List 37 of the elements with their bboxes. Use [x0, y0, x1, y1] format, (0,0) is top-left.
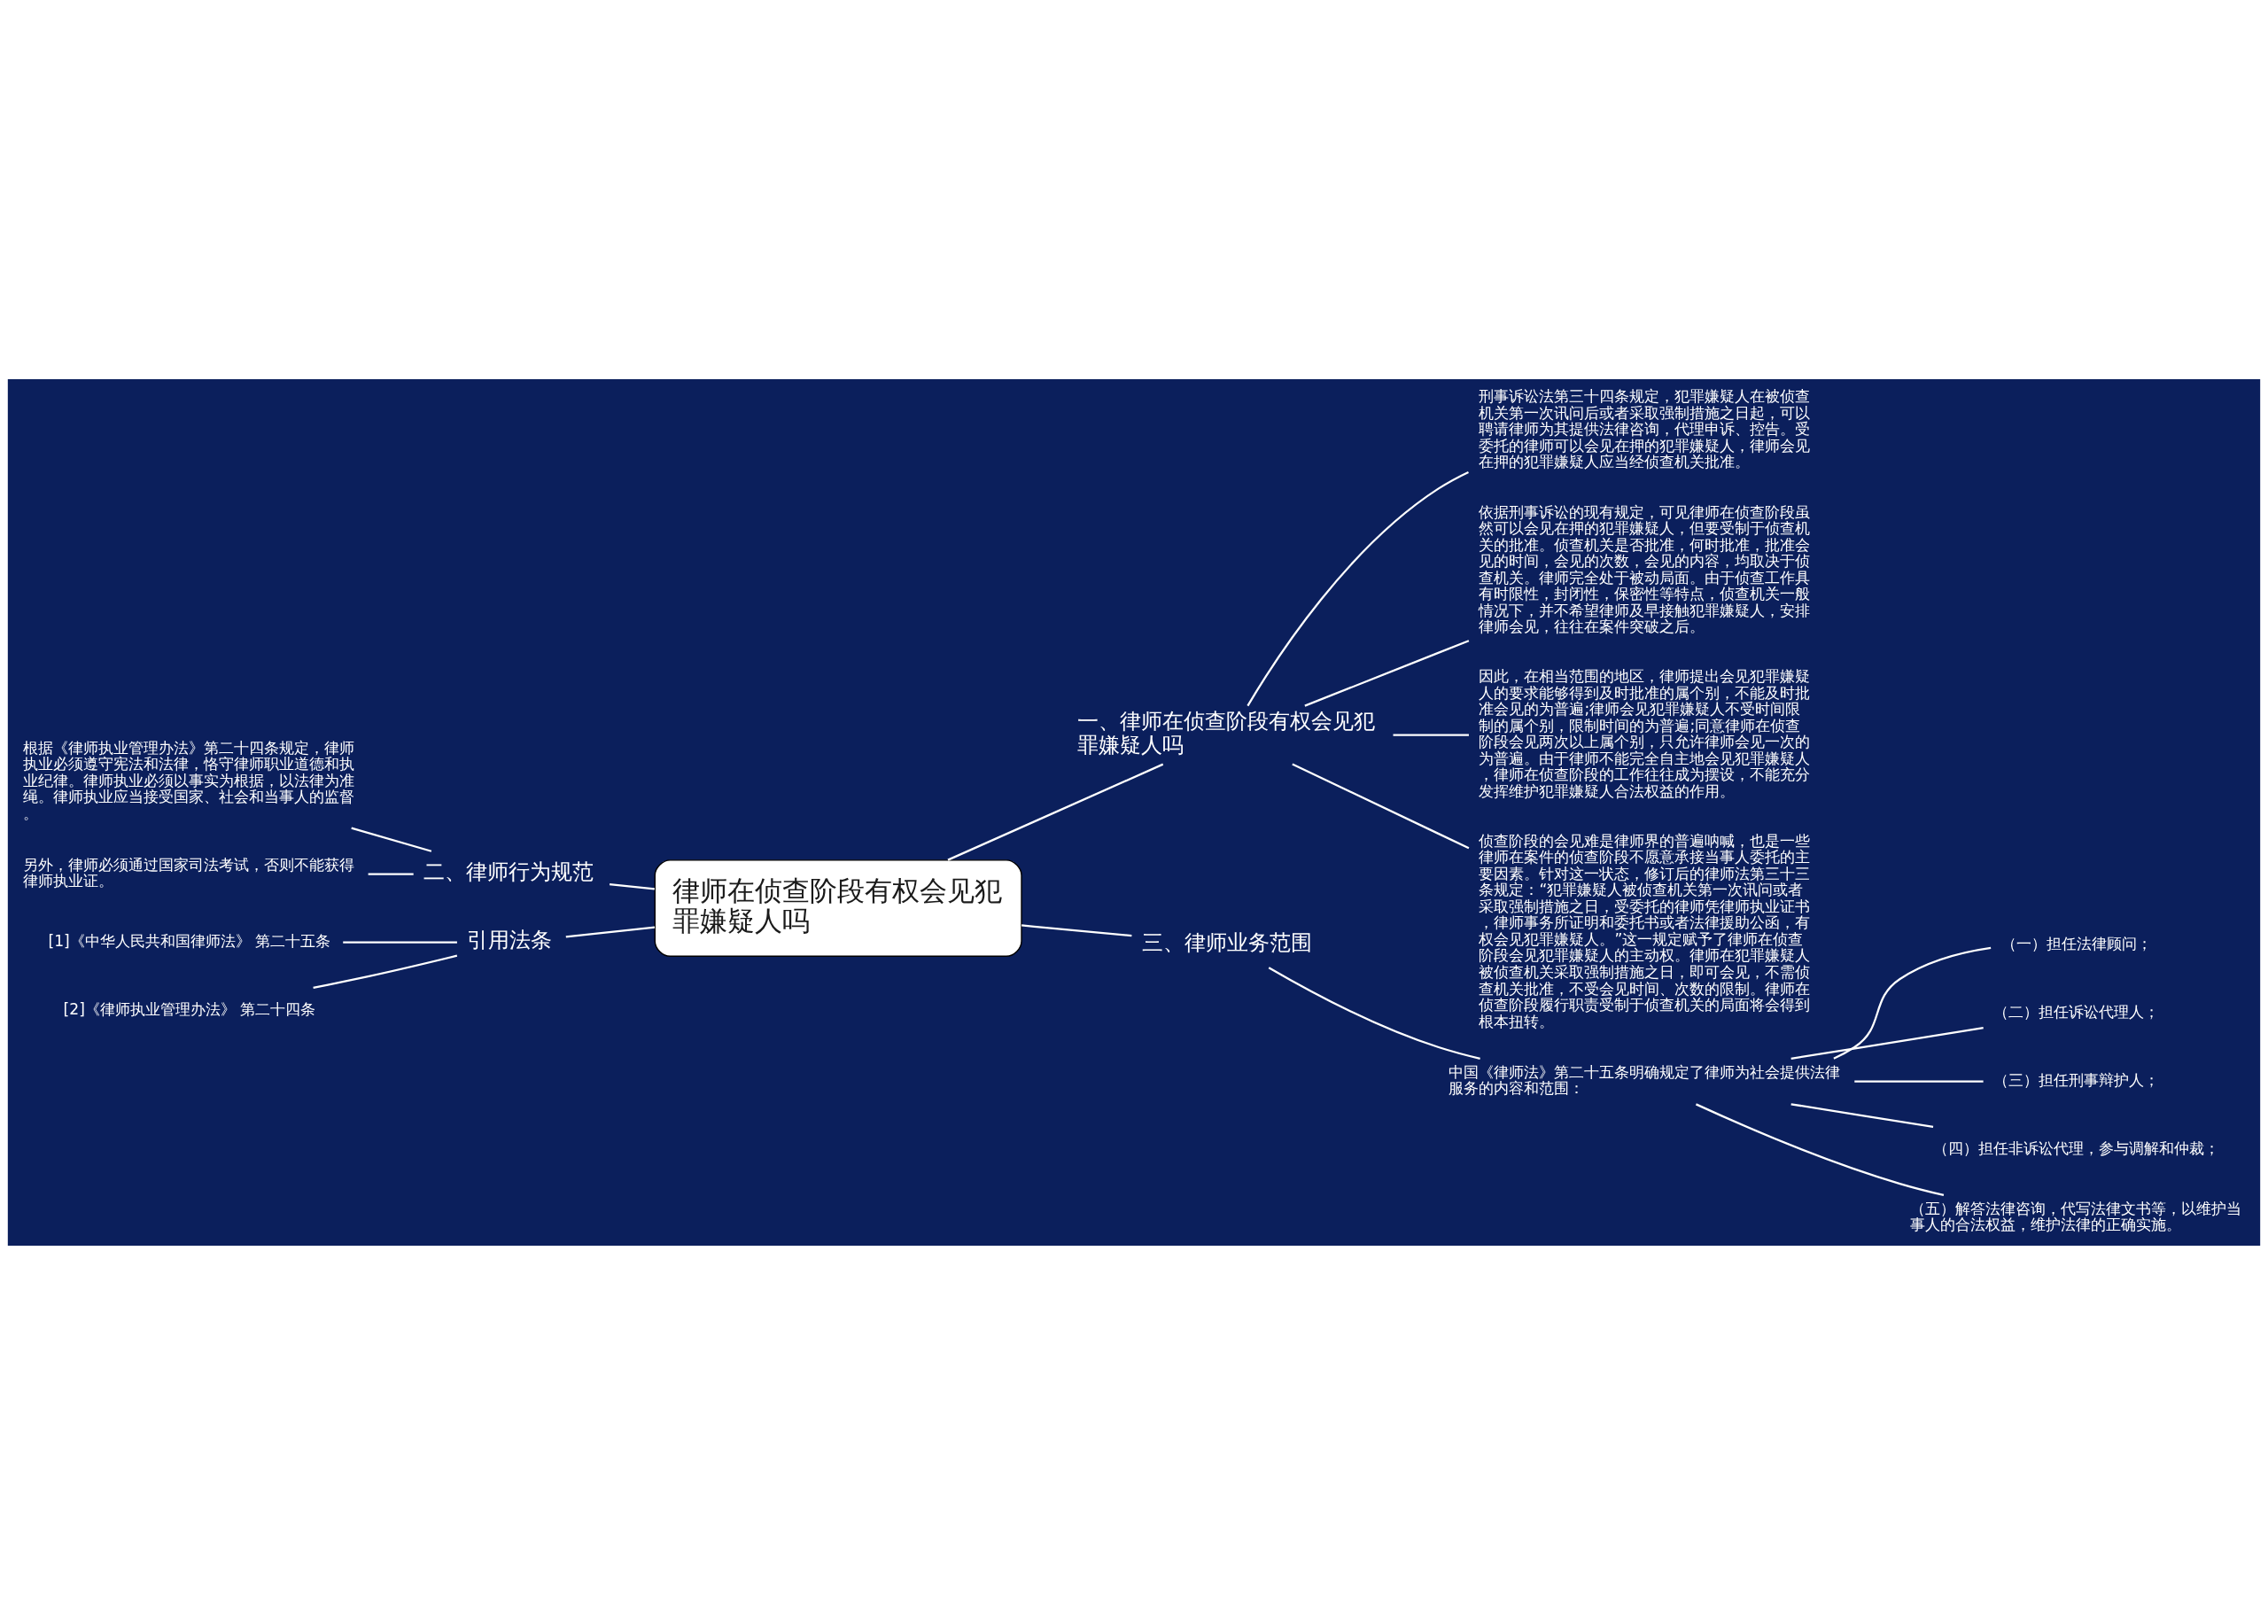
- connector: [1268, 966, 1480, 1060]
- connector: [1393, 733, 1469, 736]
- node-text: 三、律师业务范围: [1142, 929, 1313, 955]
- connector: [1854, 1079, 1984, 1083]
- node-text: 中国《律师法》第二十五条明确规定了律师为社会提供法律服务的内容和范围：: [1449, 1062, 1841, 1097]
- node-text: 一、律师在侦查阶段有权会见犯罪嫌疑人吗: [1076, 707, 1375, 758]
- connector: [1292, 762, 1470, 849]
- node-text: （三）担任刑事辩护人；: [1993, 1070, 2160, 1089]
- node-text: [2]《律师执业管理办法》 第二十四条: [63, 999, 316, 1018]
- connector: [1304, 639, 1470, 707]
- node-text: （一）担任法律顾问；: [2000, 934, 2152, 952]
- node-text: 因此，在相当范围的地区，律师提出会见犯罪嫌疑人的要求能够得到及时批准的属个别，不能及时批准会见的为普遍;律师会见犯罪嫌疑人不受时间限制的属个别，限制时间的为普遍;同意律师在侦查阶段会见两次以上属个别，只允许律师会见一次的为普遍。由于律师不能完全自主地会见犯罪嫌疑人，律师在侦查阶段的工作往往成为摆设，不能充分发挥维护犯罪嫌疑人合法权益的作用。: [1479, 666, 1811, 800]
- connector: [1833, 946, 1992, 1060]
- connector: [313, 954, 458, 989]
- connector: [351, 827, 432, 852]
- connector: [1247, 470, 1469, 706]
- node-text: 根据《律师执业管理办法》第二十四条规定，律师执业必须遵守宪法和法律，恪守律师职业道德和执业纪律。律师执业必须以事实为根据，以法律为准绳。律师执业应当接受国家、社会和当事人的监督。: [22, 738, 354, 822]
- node-text: 依据刑事诉讼的现有规定，可见律师在侦查阶段虽然可以会见在押的犯罪嫌疑人，但要受制于侦查机关的批准。侦查机关是否批准，何时批准，批准会见的时间，会见的次数，会见的内容，均取决于侦查机关。律师完全处于被动局面。由于侦查工作具有时限性，封闭性，保密性等特点，侦查机关一般情况下，并不希望律师及早接触犯罪嫌疑人，安排律师会见，往往在案件突破之后。: [1479, 502, 1811, 635]
- connector: [368, 872, 414, 875]
- connector: [1790, 1026, 1984, 1060]
- node-text: 另外，律师必须通过国家司法考试，否则不能获得律师执业证。: [22, 855, 354, 890]
- node-text: 刑事诉讼法第三十四条规定，犯罪嫌疑人在被侦查机关第一次讯问后或者采取强制措施之日起，可以聘请律师为其提供法律咨询，代理申诉、控告。受委托的律师可以会见在押的犯罪嫌疑人，律师会见在押的犯罪嫌疑人应当经侦查机关批准。: [1479, 386, 1811, 470]
- node-text: 引用法条: [467, 926, 553, 952]
- connector: [1021, 923, 1132, 936]
- node-text: 侦查阶段的会见难是律师界的普遍呐喊，也是一些律师在案件的侦查阶段不愿意承接当事人委托的主要因素。针对这一状态，修订后的律师法第三十三条规定：“犯罪嫌疑人被侦查机关第一次讯问或者采取强制措施之日，受委托的律师凭律师执业证书，律师事务所证明和委托书或者法律援助公函，有权会见犯罪嫌疑人。”这一规定赋予了律师在侦查阶段会见犯罪嫌疑人的主动权。律师在犯罪嫌疑人被侦查机关采取强制措施之日，即可会见，不需侦查机关批准，不受会见时间、次数的限制。律师在侦查阶段履行职责受制于侦查机关的局面将会得到根本扭转。: [1479, 831, 1811, 1030]
- connector: [947, 763, 1164, 861]
- node-text: （二）担任诉讼代理人；: [1993, 1002, 2160, 1021]
- node-box: 律师在侦查阶段有权会见犯罪嫌疑人吗: [654, 859, 1022, 957]
- connector: [609, 882, 655, 890]
- connector: [565, 926, 656, 937]
- node-text: 二、律师行为规范: [423, 858, 594, 884]
- connector: [1790, 1102, 1934, 1128]
- connector: [1695, 1102, 1945, 1196]
- node-text: （四）担任非诉讼代理，参与调解和仲裁；: [1932, 1138, 2219, 1157]
- node-text: （五）解答法律咨询，代写法律文书等，以维护当事人的合法权益，维护法律的正确实施。: [1909, 1199, 2241, 1233]
- connector: [343, 940, 457, 944]
- node-text: [1]《中华人民共和国律师法》 第二十五条: [48, 931, 331, 950]
